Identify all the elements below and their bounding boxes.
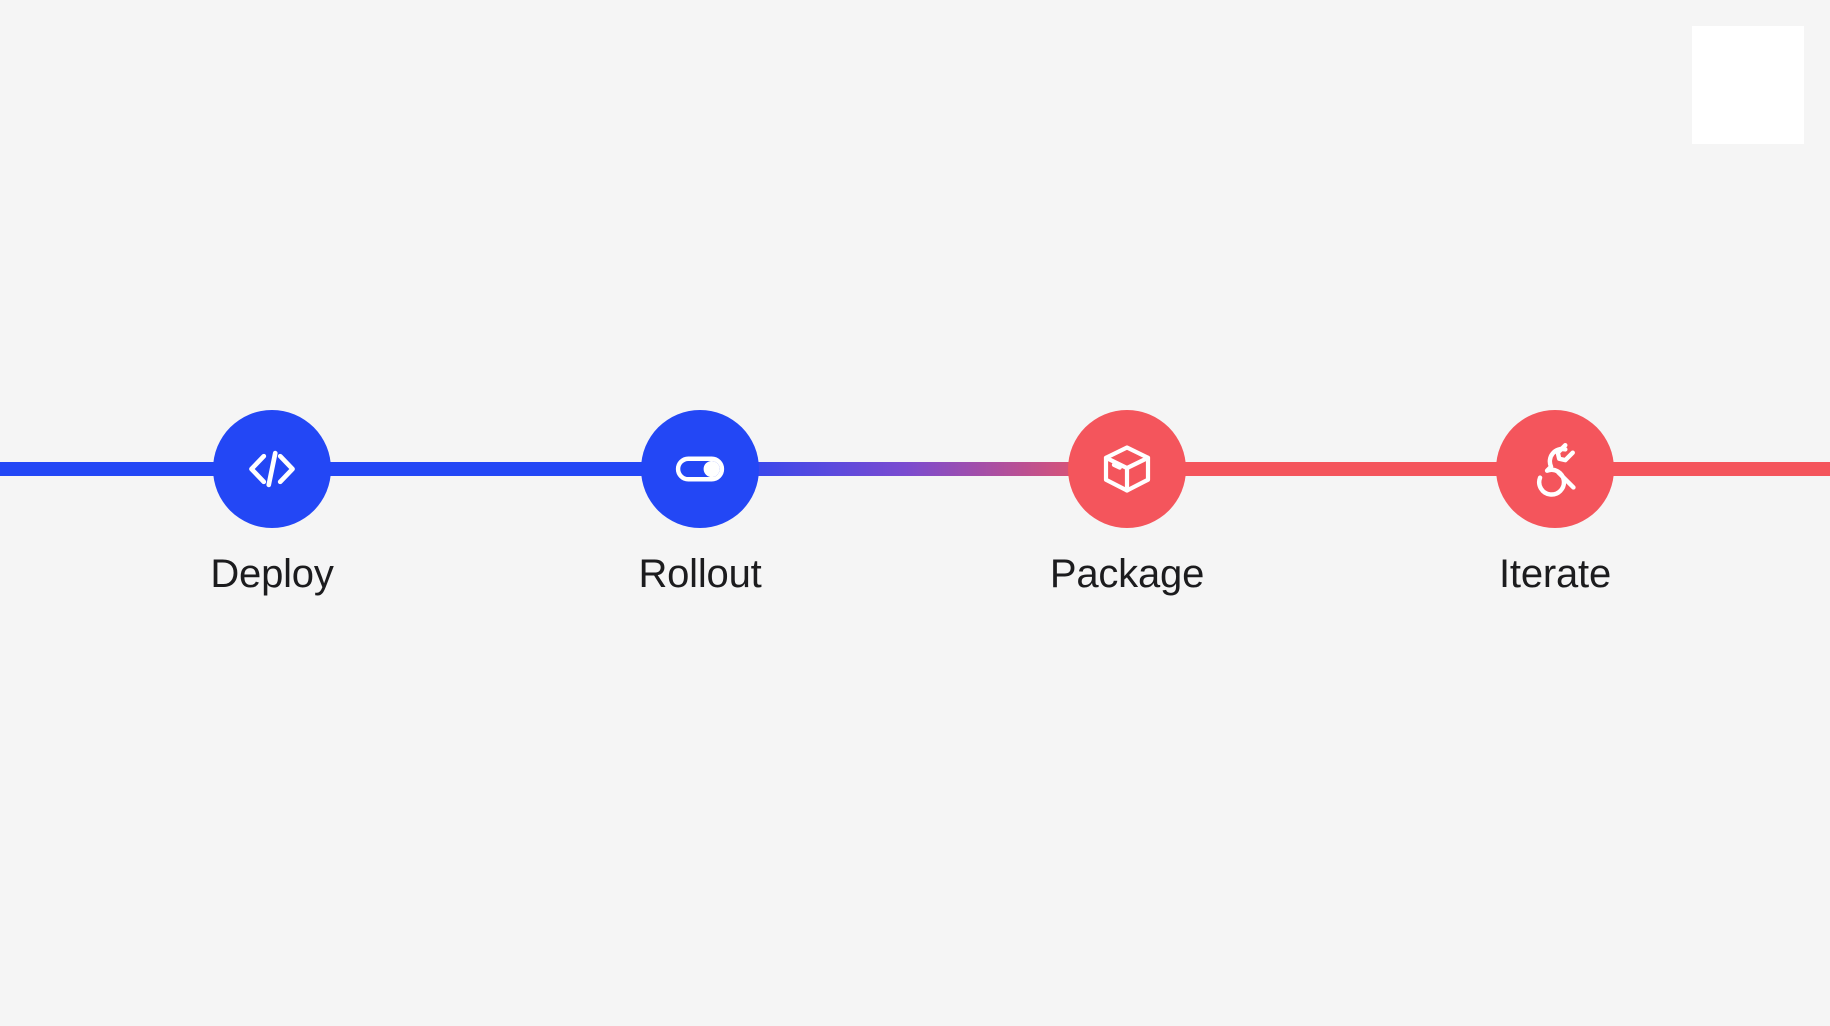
timeline-node-rollout[interactable] (641, 410, 759, 528)
track-segment-iterate-end (1555, 462, 1830, 476)
track-segment-package-iterate (1127, 462, 1555, 476)
toggle-switch-icon (672, 441, 728, 497)
timeline-node-package[interactable] (1068, 410, 1186, 528)
timeline-label-rollout: Rollout (638, 552, 762, 596)
wrench-icon (1527, 441, 1583, 497)
track-segment-deploy-rollout (272, 462, 700, 476)
timeline-label-iterate: Iterate (1499, 552, 1611, 596)
track-segment-rollout-package (700, 462, 1127, 476)
code-brackets-icon (244, 441, 300, 497)
track-segment-start-deploy (0, 462, 272, 476)
box-cube-icon (1099, 441, 1155, 497)
timeline-node-deploy[interactable] (213, 410, 331, 528)
timeline-label-package: Package (1049, 552, 1205, 596)
timeline-node-iterate[interactable] (1496, 410, 1614, 528)
timeline-label-deploy: Deploy (210, 552, 334, 596)
timeline-track (0, 462, 1830, 476)
white-placeholder-plate (1692, 26, 1804, 144)
